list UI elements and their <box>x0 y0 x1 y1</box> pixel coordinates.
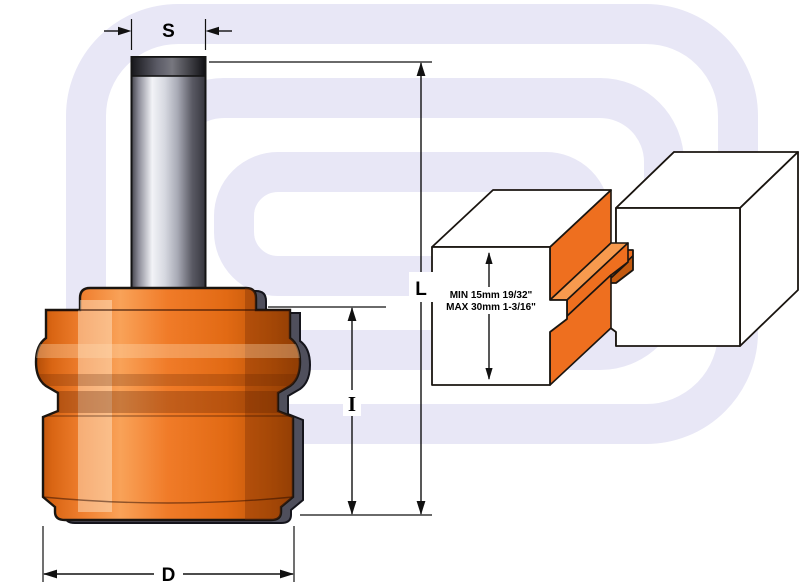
dimension-i: I <box>268 306 386 515</box>
overall-length-label: L <box>415 279 427 300</box>
right-board <box>580 151 799 347</box>
left-board <box>431 189 629 386</box>
shank-diameter-label: S <box>162 21 175 42</box>
dimension-d: D <box>42 526 295 582</box>
dimension-l: L <box>209 61 433 516</box>
joint-max-thickness-label: MAX 30mm 1-3/16" <box>446 302 536 313</box>
left-board-front-face <box>431 246 568 386</box>
shank-top-cap <box>130 56 207 77</box>
joint-min-thickness-label: MIN 15mm 19/32" <box>450 290 533 301</box>
router-bit <box>34 56 311 524</box>
cutting-length-label: I <box>348 392 356 416</box>
glue-joint-illustration: MIN 15mm 19/32" MAX 30mm 1-3/16" <box>431 151 799 386</box>
board-thickness-dimension: MIN 15mm 19/32" MAX 30mm 1-3/16" <box>435 252 547 380</box>
dimension-s: S <box>104 19 232 50</box>
cutter-diameter-label: D <box>162 565 176 582</box>
router-bit-cutter-body <box>34 286 302 522</box>
router-bit-shank <box>130 56 207 291</box>
